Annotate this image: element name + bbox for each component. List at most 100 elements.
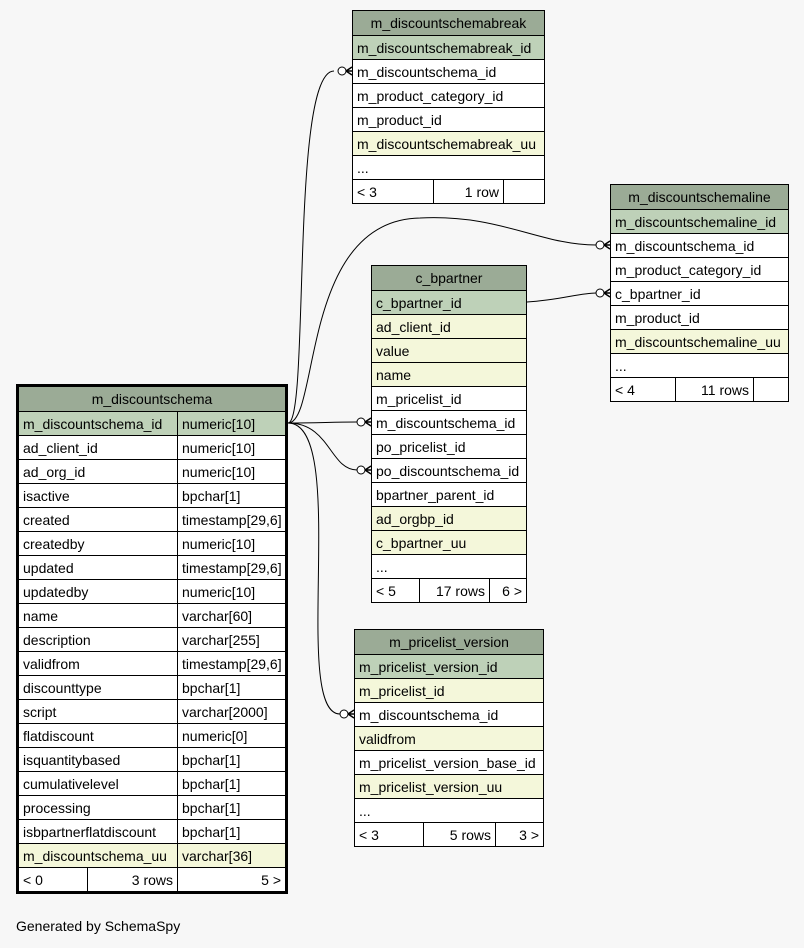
column-row[interactable]: ... [372,554,526,578]
column-row[interactable]: m_discountschema_id [372,410,526,434]
column-row[interactable]: m_pricelist_id [372,386,526,410]
column-type: bpchar[1] [177,484,285,507]
parents-count[interactable]: < 5 [376,583,396,599]
column-row[interactable]: ad_client_id [372,314,526,338]
children-count[interactable]: 6 > [489,579,526,602]
column-name: validfrom [23,656,80,672]
column-name: ... [359,803,371,819]
column-row[interactable]: m_discountschemabreak_uu [353,131,544,155]
column-name: ... [376,559,388,575]
column-row[interactable]: c_bpartner_id [372,290,526,314]
table-header[interactable]: m_discountschema [19,387,285,411]
zero-marker [337,66,347,76]
children-count[interactable] [503,180,544,203]
column-name: m_product_id [357,112,442,128]
column-row[interactable]: m_discountschemaline_id [611,209,788,233]
column-name: script [23,704,57,720]
column-row[interactable]: m_pricelist_version_id [355,654,543,678]
column-row[interactable]: m_discountschema_id [611,233,788,257]
column-row[interactable]: validfrom [355,726,543,750]
column-row[interactable]: ... [353,155,544,179]
table-header[interactable]: c_bpartner [372,266,526,290]
zero-marker [339,709,349,719]
column-row[interactable]: m_discountschemabreak_id [353,35,544,59]
column-row[interactable]: m_product_id [353,107,544,131]
column-row[interactable]: ad_orgbp_id [372,506,526,530]
row-count[interactable]: 1 row [433,180,503,203]
row-count[interactable]: 5 rows [423,823,495,846]
column-row[interactable]: m_pricelist_version_uu [355,774,543,798]
column-row[interactable]: c_bpartner_uu [372,530,526,554]
column-name: validfrom [359,731,416,747]
parents-count[interactable]: < 4 [615,382,635,398]
parents-count[interactable]: < 3 [359,827,379,843]
relationship-edge [287,422,341,715]
row-count[interactable]: 3 rows [87,868,177,891]
children-count[interactable]: 3 > [495,823,543,846]
table-header[interactable]: m_pricelist_version [355,630,543,654]
table-header[interactable]: m_discountschemaline [611,185,788,209]
column-row[interactable]: m_pricelist_version_base_id [355,750,543,774]
column-row[interactable]: c_bpartner_id [611,281,788,305]
column-row[interactable]: m_product_category_id [353,83,544,107]
column-name: po_pricelist_id [376,439,466,455]
column-name: created [23,512,70,528]
column-type: varchar[36] [177,844,285,867]
column-row[interactable]: po_discountschema_id [372,458,526,482]
table-header[interactable]: m_discountschemabreak [353,11,544,35]
column-row[interactable]: m_discountschema_id [353,59,544,83]
parents-count[interactable]: < 0 [23,872,43,888]
column-row[interactable]: value [372,338,526,362]
column-row[interactable]: po_pricelist_id [372,434,526,458]
column-row[interactable]: m_discountschemaline_uu [611,329,788,353]
column-row[interactable]: ... [611,353,788,377]
column-row[interactable]: bpartner_parent_id [372,482,526,506]
column-row[interactable]: ... [355,798,543,822]
column-name: c_bpartner_id [615,286,701,302]
column-name: ad_client_id [376,319,451,335]
column-row[interactable]: m_pricelist_id [355,678,543,702]
many-crowfoot-marker [364,465,372,475]
row-count[interactable]: 11 rows [675,378,753,401]
column-name: name [23,608,59,624]
column-name: m_discountschemaline_uu [615,334,781,350]
column-row[interactable]: m_product_id [611,305,788,329]
children-count[interactable] [753,378,788,401]
column-row[interactable]: name [372,362,526,386]
children-count[interactable]: 5 > [177,868,285,891]
column-name: name [376,367,412,383]
zero-marker [356,465,366,475]
column-type: bpchar[1] [177,796,285,819]
column-row[interactable]: m_product_category_id [611,257,788,281]
many-crowfoot-marker [603,288,611,298]
column-row[interactable]: m_discountschema_id [355,702,543,726]
row-count[interactable]: 17 rows [419,579,489,602]
parents-count[interactable]: < 3 [357,184,377,200]
